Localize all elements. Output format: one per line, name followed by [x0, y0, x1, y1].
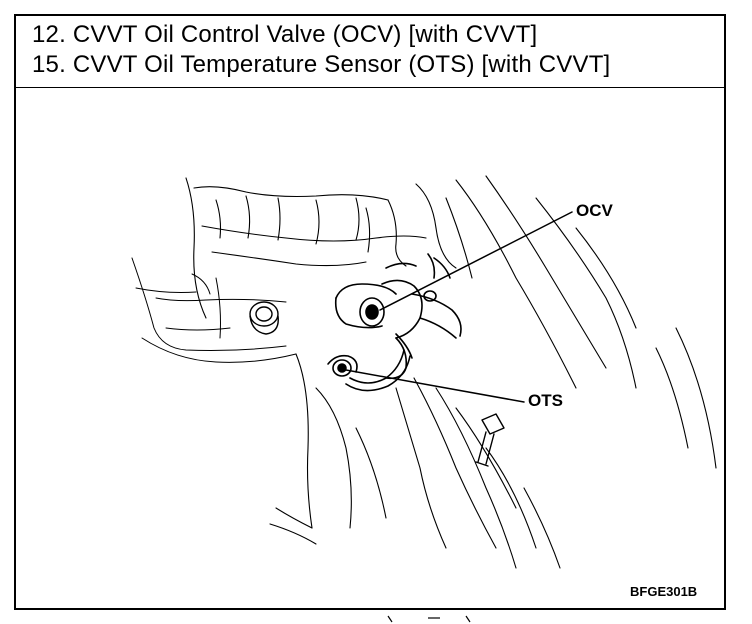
engine-block-outline	[185, 175, 717, 469]
wire-harness	[327, 333, 413, 392]
ocv-leader-line	[379, 211, 573, 311]
ots-leader-line	[345, 369, 525, 403]
ocv-callout-label: OCV	[576, 201, 614, 220]
figure-frame: 12. CVVT Oil Control Valve (OCV) [with C…	[14, 14, 726, 610]
ocv-valve-body	[334, 253, 462, 380]
caption-header: 12. CVVT Oil Control Valve (OCV) [with C…	[16, 16, 724, 88]
lower-cover-outline	[269, 353, 561, 569]
left-housing-outline	[131, 257, 297, 363]
page-edge-marks	[387, 615, 471, 623]
mounting-bolt	[475, 413, 505, 467]
figure-code-label: BFGE301B	[630, 584, 697, 599]
round-boss	[249, 301, 279, 335]
engine-line-drawing: OCV OTS BFGE301B	[131, 175, 717, 599]
ots-callout-label: OTS	[528, 391, 563, 410]
caption-line-ocv: 12. CVVT Oil Control Valve (OCV) [with C…	[32, 21, 538, 48]
caption-line-ots: 15. CVVT Oil Temperature Sensor (OTS) [w…	[32, 51, 611, 78]
